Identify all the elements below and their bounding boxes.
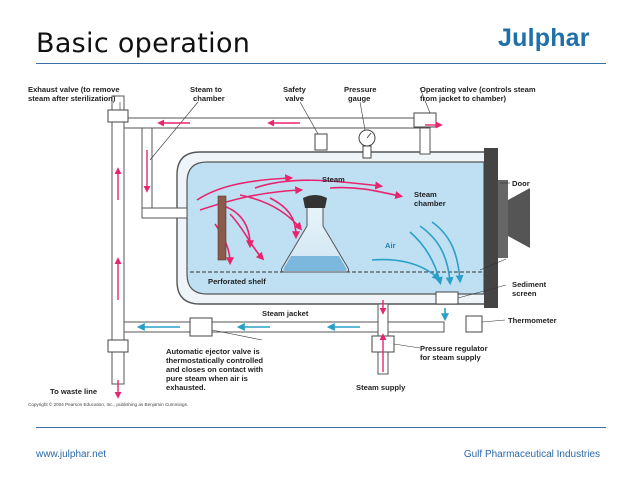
door-handle: [498, 180, 508, 258]
pipe-steam-to-chamber-bend: [141, 207, 188, 219]
air-arrow-4: [371, 258, 441, 281]
label-thermometer: Thermometer: [508, 316, 557, 325]
flask-liquid: [283, 256, 347, 271]
exhaust-valve: [107, 109, 129, 123]
label-ejector-3: and closes on contact with: [166, 365, 263, 374]
label-pressure-regulator-2: for steam supply: [420, 353, 482, 362]
steam-arrow-9: [269, 197, 300, 240]
label-perforated-shelf: Perforated shelf: [208, 277, 266, 286]
label-pressure-regulator-1: Pressure regulator: [420, 344, 488, 353]
air-arrow-3: [431, 221, 464, 284]
label-pressure-gauge-2: gauge: [348, 94, 370, 103]
slide-title: Basic operation: [36, 28, 251, 59]
label-steam-chamber-2: chamber: [414, 199, 446, 208]
thermometer: [465, 315, 483, 333]
label-steam-to-chamber-1: Steam to: [190, 85, 222, 94]
label-steam-to-chamber-2: chamber: [193, 94, 225, 103]
label-operating-valve-2: from jacket to chamber): [420, 94, 507, 103]
footer-website: www.julphar.net: [36, 449, 107, 460]
label-steam-chamber-1: Steam: [414, 190, 437, 199]
waste-valve: [107, 339, 129, 353]
steam-arrow-1: [196, 174, 294, 201]
label-exhaust-valve-1: Exhaust valve (to remove: [28, 85, 120, 94]
sediment-screen: [435, 291, 459, 305]
operating-valve: [413, 112, 437, 128]
label-ejector-2: thermostatically controlled: [166, 356, 263, 365]
label-steam-supply: Steam supply: [356, 383, 406, 392]
door: [484, 148, 498, 308]
footer-rule: [36, 427, 606, 428]
label-ejector-1: Automatic ejector valve is: [166, 347, 260, 356]
label-waste-line: To waste line: [50, 387, 97, 396]
pipe-bottom-waste: [123, 321, 445, 333]
label-safety-valve-1: Safety: [283, 85, 307, 94]
label-ejector-5: exhausted.: [166, 383, 206, 392]
pipe-right-jacket-link: [419, 127, 431, 155]
door-wheel: [508, 188, 530, 248]
steam-arrow-5: [239, 194, 303, 231]
flask-cap: [303, 195, 327, 208]
label-ejector-4: pure steam when air is: [166, 374, 248, 383]
steam-chamber: [186, 161, 485, 295]
flask: [280, 205, 350, 273]
label-sediment-screen-2: screen: [512, 289, 537, 298]
label-safety-valve-2: valve: [285, 94, 304, 103]
label-steam-jacket: Steam jacket: [262, 309, 309, 318]
label-door: Door: [512, 179, 530, 188]
ejector-valve: [189, 317, 213, 337]
steam-arrow-6: [229, 213, 265, 261]
diagram-copyright: Copyright © 2004 Pearson Education, Inc.…: [28, 401, 188, 407]
label-operating-valve-1: Operating valve (controls steam: [420, 85, 536, 94]
shelf-rack: [217, 195, 227, 261]
label-exhaust-valve-2: steam after sterilization): [28, 94, 116, 103]
julphar-logo: Julphar: [498, 24, 590, 52]
label-steam: Steam: [322, 175, 345, 184]
steam-arrow-3: [254, 179, 384, 190]
steam-arrow-7: [329, 186, 404, 199]
air-arrow-2: [419, 225, 454, 286]
label-pressure-gauge-1: Pressure: [344, 85, 377, 94]
footer-company: Gulf Pharmaceutical Industries: [463, 449, 600, 460]
safety-valve: [314, 133, 328, 151]
label-sediment-screen-1: Sediment: [512, 280, 547, 289]
label-air: Air: [385, 241, 396, 250]
header-rule: [36, 63, 606, 64]
